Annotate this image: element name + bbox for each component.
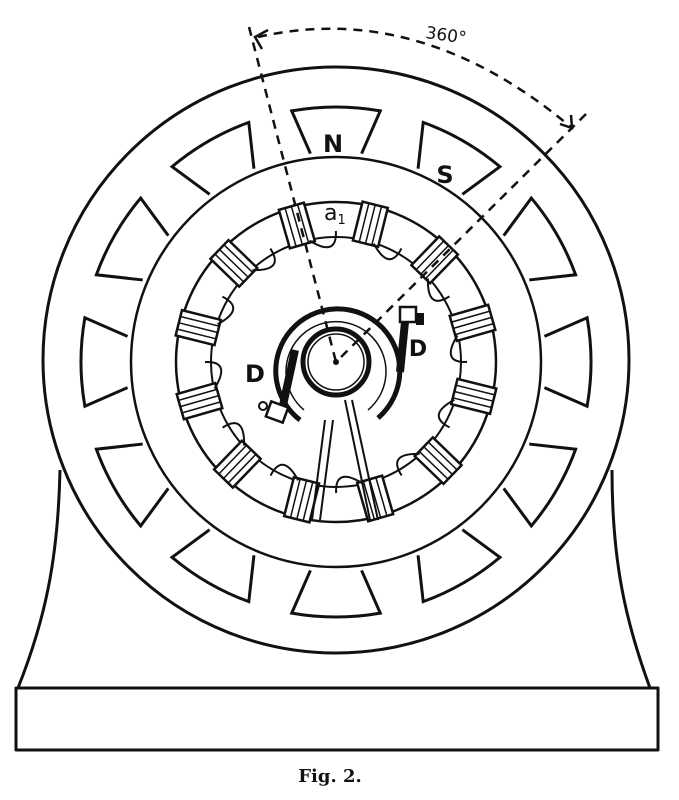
angle-label: 360° [424, 23, 467, 49]
field-slot [94, 195, 170, 282]
field-slot [502, 442, 578, 529]
field-frame-outer [41, 65, 631, 655]
coil [212, 422, 263, 490]
armature-outer [174, 200, 498, 524]
coil [174, 295, 235, 347]
field-slot [416, 120, 503, 196]
field-slots [79, 105, 593, 619]
arrowheads [253, 28, 574, 130]
figure-caption: Fig. 2. [298, 766, 362, 787]
field-slot [502, 195, 578, 282]
field-slot [289, 105, 383, 155]
pedestal [16, 469, 652, 689]
coil [175, 361, 224, 421]
base-plinth [14, 686, 660, 752]
field-slot [79, 315, 129, 409]
coil [208, 238, 276, 289]
north-pole-label: N [323, 130, 343, 158]
brush-right-label: D [409, 337, 427, 362]
coil-label: a1 [324, 201, 346, 228]
angle-indicator [247, 26, 587, 363]
field-slot [289, 569, 383, 619]
brush-right [396, 305, 424, 373]
field-slot [416, 528, 503, 604]
coil [335, 474, 395, 523]
armature-coils [174, 200, 498, 524]
coil [277, 201, 337, 250]
coil [351, 200, 403, 261]
brush-left [258, 349, 299, 425]
coil [396, 435, 464, 486]
field-slot [94, 442, 170, 529]
coil [448, 303, 497, 363]
armature-gap-ring [129, 155, 543, 569]
brush-left-label: D [245, 360, 265, 388]
field-slot [169, 528, 256, 604]
south-pole-label: S [436, 161, 453, 189]
field-slot [543, 315, 593, 409]
coil [269, 463, 321, 524]
coil [409, 234, 460, 302]
coil [437, 377, 498, 429]
field-slot [169, 120, 256, 196]
